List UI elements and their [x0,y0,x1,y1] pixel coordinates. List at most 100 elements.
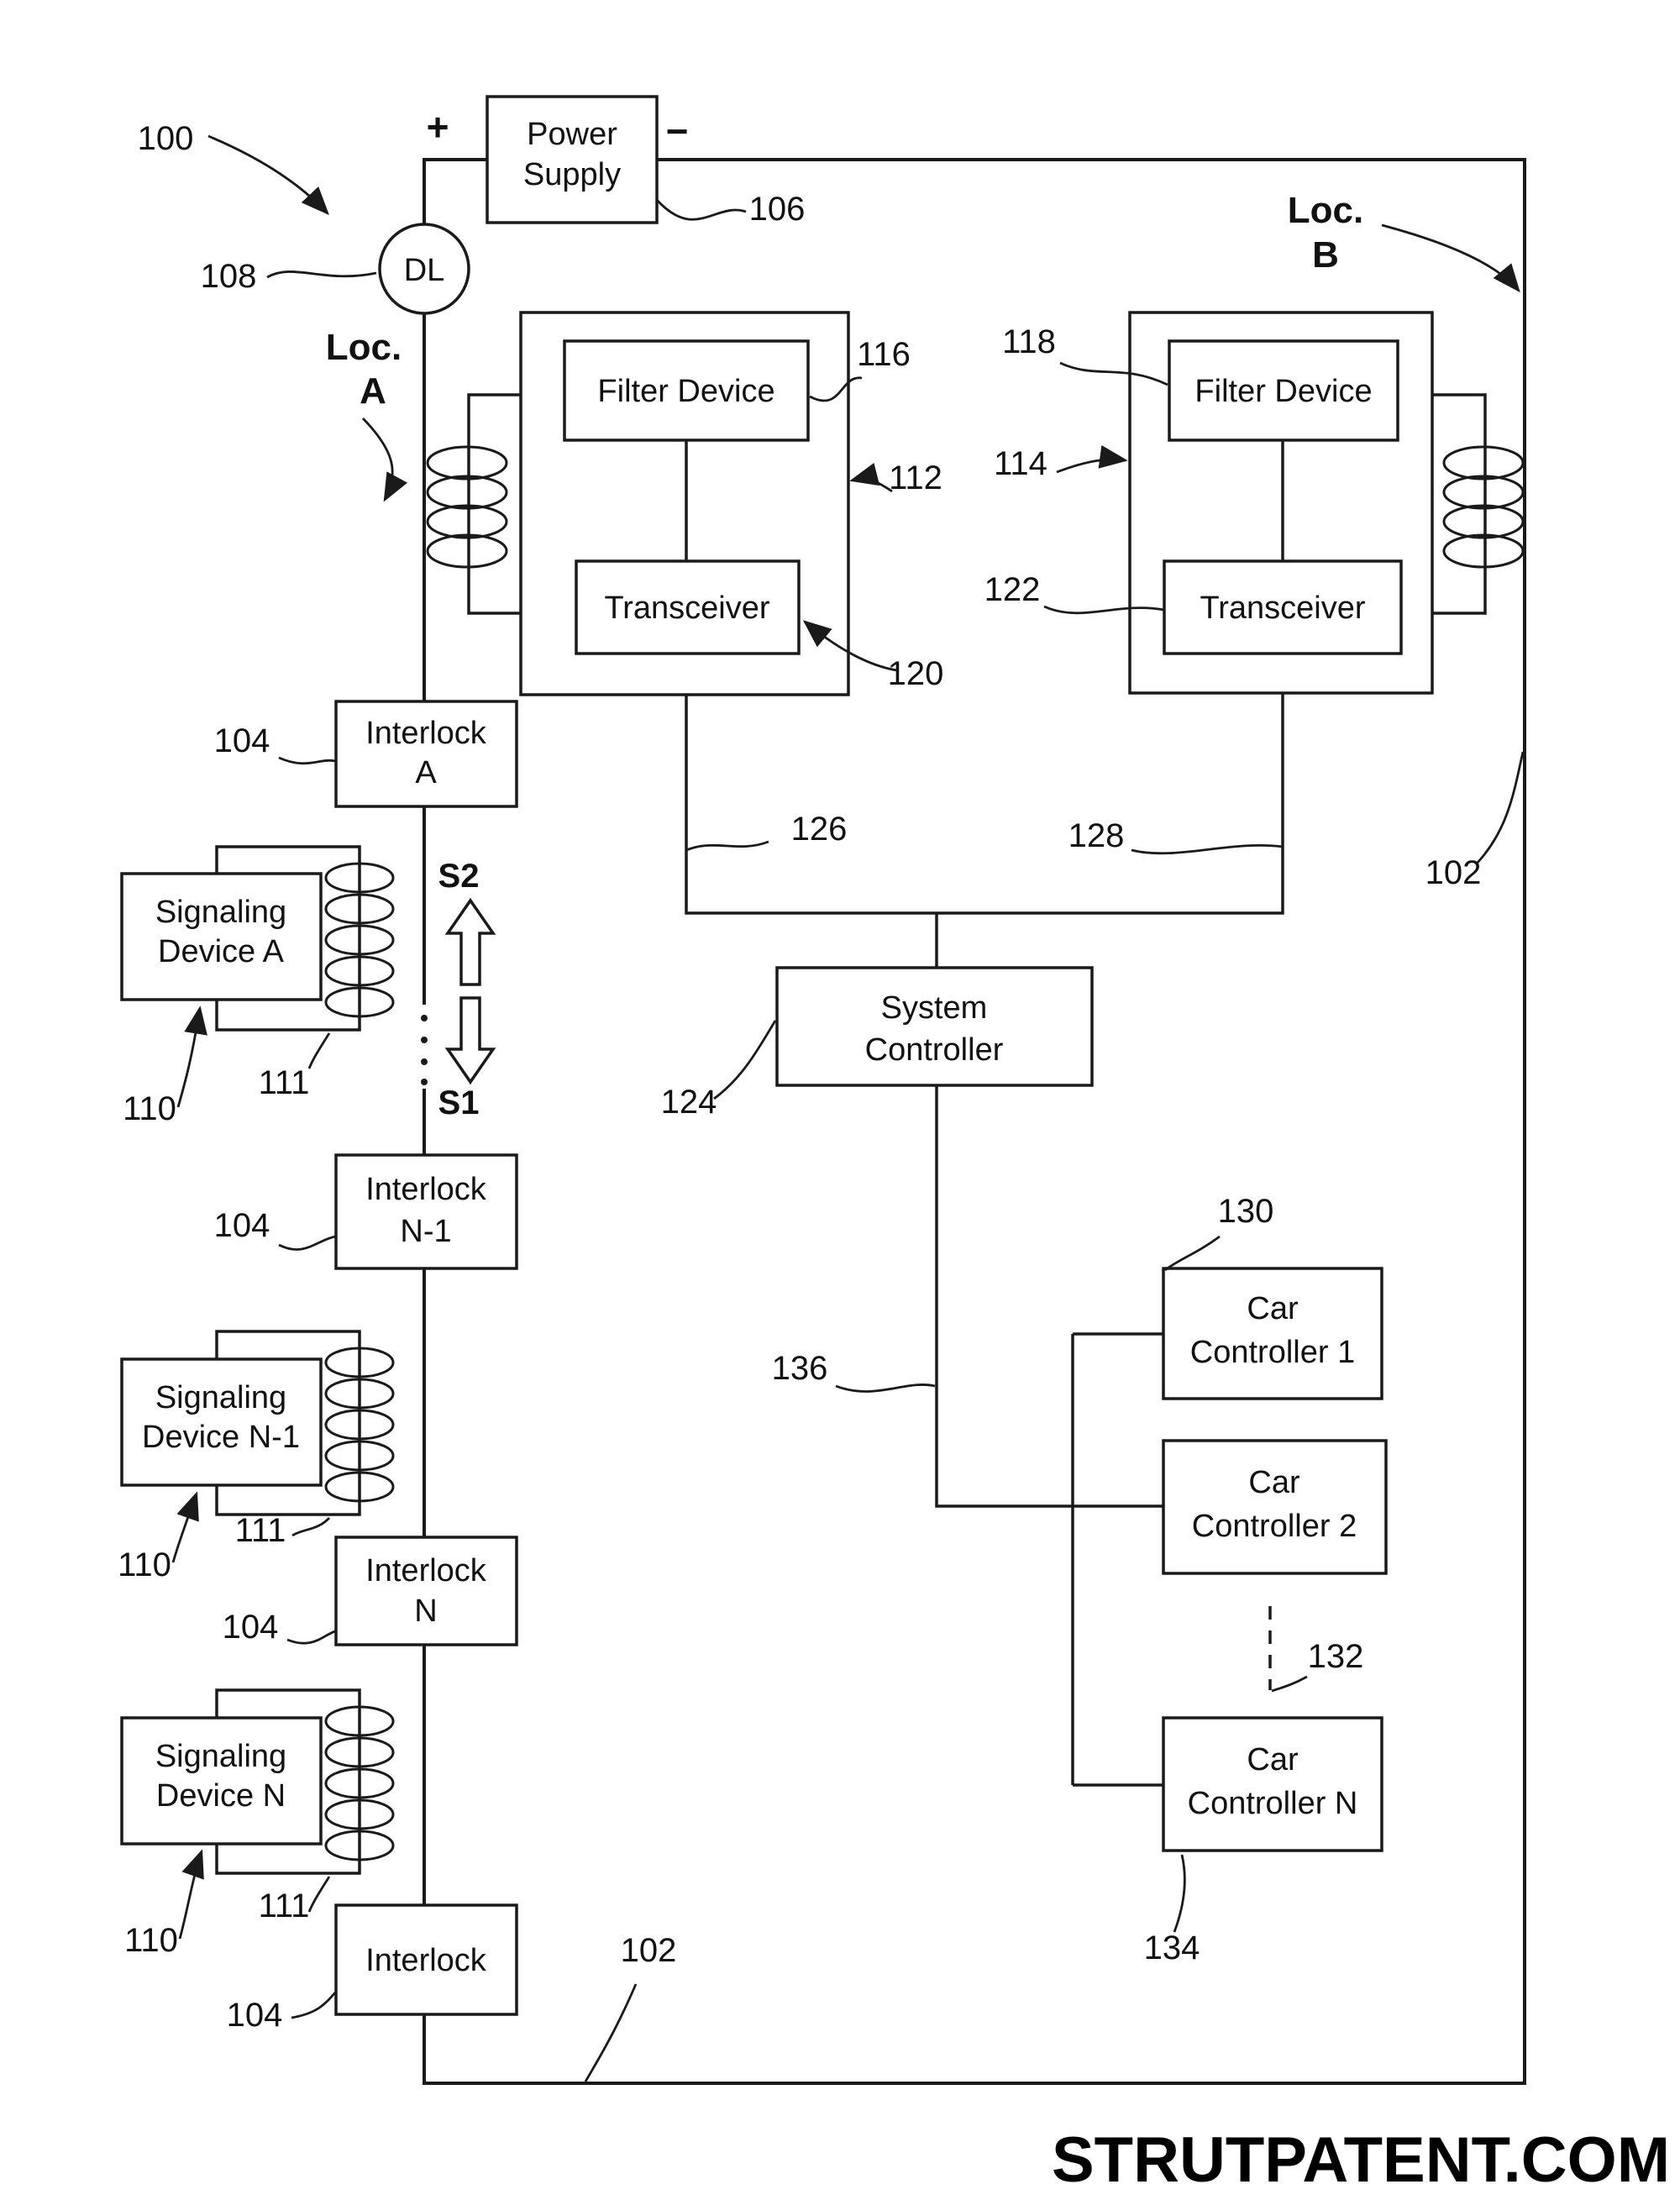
line-dot [421,1015,428,1021]
ref-111-n1: 111 [235,1512,286,1549]
coil-b-loop [1442,475,1525,510]
loc-a-label-line1: Loc. [326,327,402,368]
ref-104-last-leader [291,1992,337,2019]
ref-104-a-leader [278,756,336,765]
ref-110-n-arrow [178,1849,204,1940]
power-supply-label-line1: Power [527,117,617,152]
s2-label: S2 [438,858,480,895]
power-supply-box [486,95,659,224]
ref-128-leader [1131,843,1284,855]
ref-124-leader [713,1020,777,1100]
signaling-n1-label-line1: Signaling [155,1380,286,1415]
system-controller-label-line2: Controller [865,1032,1004,1068]
coil-bracket-b [1431,393,1487,615]
coil-a-loop [426,445,508,480]
ref-134: 134 [1144,1930,1200,1966]
signaling-n1-coil-loop [324,1409,395,1441]
ref-100: 100 [138,120,194,157]
ref-111-n-leader [307,1876,331,1913]
coil-a-loop [426,475,508,510]
ref-104-n1-leader [278,1235,336,1251]
ref-108-leader [266,270,377,279]
line-dot [421,1079,428,1085]
loc-a-arrow [361,417,408,502]
ref-104-n: 104 [223,1609,279,1646]
signaling-a-coil-loop [324,986,395,1018]
ref-114: 114 [994,445,1047,482]
system-controller-label-line1: System [881,990,988,1026]
ref-122-leader [1043,605,1165,615]
coil-a-loop [426,504,508,539]
interlock-last-label: Interlock [365,1943,487,1978]
transceiver-a-box [575,559,801,655]
signaling-n1-coil-loop [324,1378,395,1410]
signaling-n1-coil-loop [324,1440,395,1472]
loc-b-arrow [1381,223,1520,293]
ref-102-right-leader [1475,751,1525,864]
signaling-a-box [120,872,323,1001]
ref-104-n-leader [286,1630,336,1645]
interlock-n-label-line2: N [414,1594,437,1629]
ref-110-n: 110 [124,1922,178,1959]
ref-108: 108 [201,258,257,295]
ref-110-n1-arrow [171,1491,199,1563]
interlock-n1-box [334,1153,518,1270]
car-controller-n-box [1162,1716,1383,1852]
signal-down-arrow [444,996,496,1085]
signaling-a-coil-loop [324,955,395,987]
s1-label: S1 [438,1084,480,1121]
ref-122: 122 [984,571,1041,608]
ref-132: 132 [1308,1638,1364,1675]
coupler-location-a [426,393,522,615]
ref-111-a: 111 [259,1064,310,1101]
ref-106: 106 [749,191,806,228]
line-break-mask [417,1005,431,1089]
signaling-a-coil-loop [324,893,395,925]
interlock-n1-label-line2: N-1 [400,1214,451,1249]
ref-136-leader [835,1384,936,1393]
ref-104-last: 104 [227,1997,283,2034]
ref-110-n1: 110 [118,1546,171,1583]
interlock-a-label-line1: Interlock [365,716,487,751]
interlock-n-box [334,1536,518,1646]
dl-node-circle [378,223,470,315]
signal-up-arrow [444,897,496,986]
ref-110-a-arrow [176,1005,207,1108]
car-controller-1-box [1162,1267,1383,1400]
interlock-last-box [334,1903,518,2016]
coil-b-loop [1442,445,1525,480]
signaling-n-coil-loop [324,1830,395,1861]
line-dot [421,1058,428,1065]
coil-b-loop [1442,504,1525,539]
ref-112-arrow [849,462,893,493]
ref-106-leader [655,199,747,221]
ref-111-n: 111 [259,1888,310,1924]
ref-124: 124 [661,1084,717,1121]
coil-bracket-a [467,393,522,615]
minus-terminal-label: − [666,109,689,153]
ref-126-leader [685,840,769,852]
car-controller-2-label-line1: Car [1248,1465,1300,1500]
ref-116-leader [809,376,863,402]
ref-128: 128 [1068,817,1125,854]
interlock-n1-label-line1: Interlock [365,1172,487,1207]
ref-126: 126 [791,811,848,848]
ref-111-a-leader [307,1032,331,1069]
ref-111-n1-leader [291,1517,331,1537]
filter-device-a-box [563,339,810,442]
loc-b-label-line2: B [1312,234,1339,276]
ref-114-arrow [1056,444,1128,474]
ref-102-bottom-leader [584,1983,638,2082]
car-controller-2-box [1162,1439,1388,1575]
ref-100-arrow [207,134,329,216]
ref-104-n1: 104 [214,1207,270,1244]
signaling-n-label-line1: Signaling [155,1739,286,1774]
ref-120-arrow [802,620,898,672]
controller-to-car-bus [935,1085,1163,1787]
signaling-a-coil-loop [324,924,395,956]
signaling-n-box [120,1716,323,1846]
signaling-n1-box [120,1357,323,1487]
car-controller-1-label-line1: Car [1247,1291,1299,1326]
power-loop-wire [423,158,1526,2085]
